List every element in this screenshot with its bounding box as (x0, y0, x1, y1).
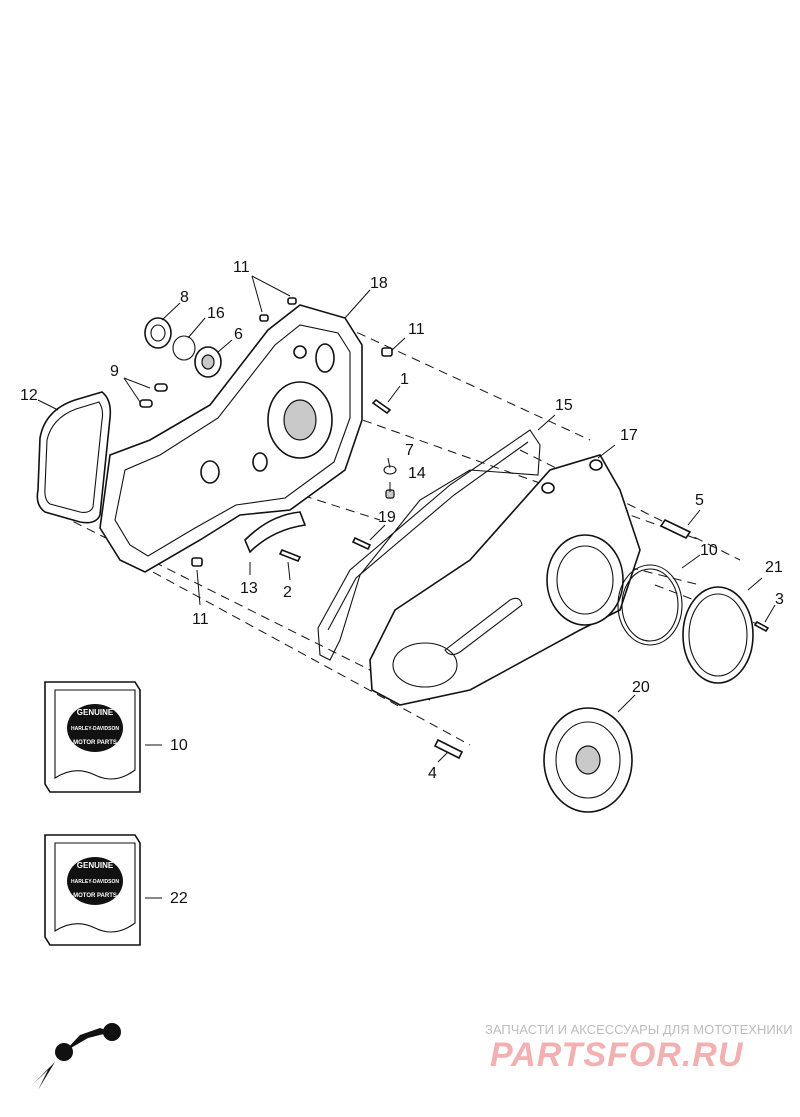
svg-text:GENUINE: GENUINE (77, 708, 114, 717)
outer-primary-cover (369, 454, 641, 706)
dowels-11 (191, 297, 393, 567)
screw-3 (753, 620, 770, 633)
trim-ring-21 (682, 586, 754, 684)
watermark-site: PARTSFOR.RU (490, 1036, 744, 1074)
screw-1 (371, 398, 392, 415)
callout-11-right: 11 (408, 321, 425, 338)
callout-17: 17 (620, 427, 638, 444)
svg-text:MOTOR PARTS: MOTOR PARTS (73, 893, 117, 899)
watermark: ЗАПЧАСТИ И АКСЕССУАРЫ ДЛЯ МОТОТЕХНИКИ PA… (485, 1022, 793, 1074)
chain-tensioner-13 (244, 511, 307, 554)
callout-13: 13 (240, 580, 258, 597)
callout-11-top: 11 (233, 259, 250, 276)
svg-text:GENUINE: GENUINE (77, 861, 114, 870)
motorcycle-orientation-icon (32, 1023, 121, 1090)
svg-text:HARLEY-DAVIDSON: HARLEY-DAVIDSON (71, 879, 119, 885)
callout-15: 15 (555, 397, 573, 414)
callout-11-bottom: 11 (192, 611, 209, 628)
callout-9: 9 (110, 363, 119, 380)
svg-text:HARLEY-DAVIDSON: HARLEY-DAVIDSON (71, 726, 119, 732)
callout-5: 5 (695, 492, 704, 509)
watermark-tagline: ЗАПЧАСТИ И АКСЕССУАРЫ ДЛЯ МОТОТЕХНИКИ (485, 1022, 793, 1037)
callout-19: 19 (378, 509, 396, 526)
callout-20: 20 (632, 679, 650, 696)
callout-16: 16 (207, 305, 225, 322)
callout-2: 2 (283, 584, 292, 601)
screw-19 (351, 536, 372, 551)
inner-cover-gasket (36, 391, 112, 524)
bolt-2 (278, 548, 302, 563)
callout-6: 6 (234, 326, 243, 343)
callout-4: 4 (428, 765, 437, 782)
derby-cover-20 (543, 707, 633, 813)
bolt-5 (659, 518, 692, 540)
callout-12: 12 (20, 387, 38, 404)
inner-primary-cover (99, 304, 363, 573)
bearing-6 (194, 346, 222, 378)
callout-labels: 11 18 8 16 6 11 1 9 12 15 17 7 14 19 5 1… (20, 259, 784, 907)
callout-1: 1 (400, 371, 409, 388)
callout-22: 22 (170, 890, 188, 907)
package-box-22: GENUINE HARLEY-DAVIDSON MOTOR PARTS (44, 834, 141, 946)
outer-cover-gasket (317, 429, 541, 661)
callout-10-ring: 10 (700, 542, 718, 559)
callout-18: 18 (370, 275, 388, 292)
leader-lines (37, 275, 776, 899)
callout-7: 7 (405, 442, 414, 459)
callout-10-box: 10 (170, 737, 188, 754)
seal-8 (144, 317, 172, 349)
callout-8: 8 (180, 289, 189, 306)
callout-3: 3 (775, 591, 784, 608)
o-ring-10 (617, 564, 683, 646)
dowel-pins-9 (139, 383, 168, 408)
callout-21: 21 (765, 559, 783, 576)
bolt-4 (433, 738, 464, 760)
callout-14: 14 (408, 465, 426, 482)
retaining-ring-16 (172, 335, 196, 361)
svg-text:MOTOR PARTS: MOTOR PARTS (73, 740, 117, 746)
package-box-10: GENUINE HARLEY-DAVIDSON MOTOR PARTS (44, 681, 141, 793)
